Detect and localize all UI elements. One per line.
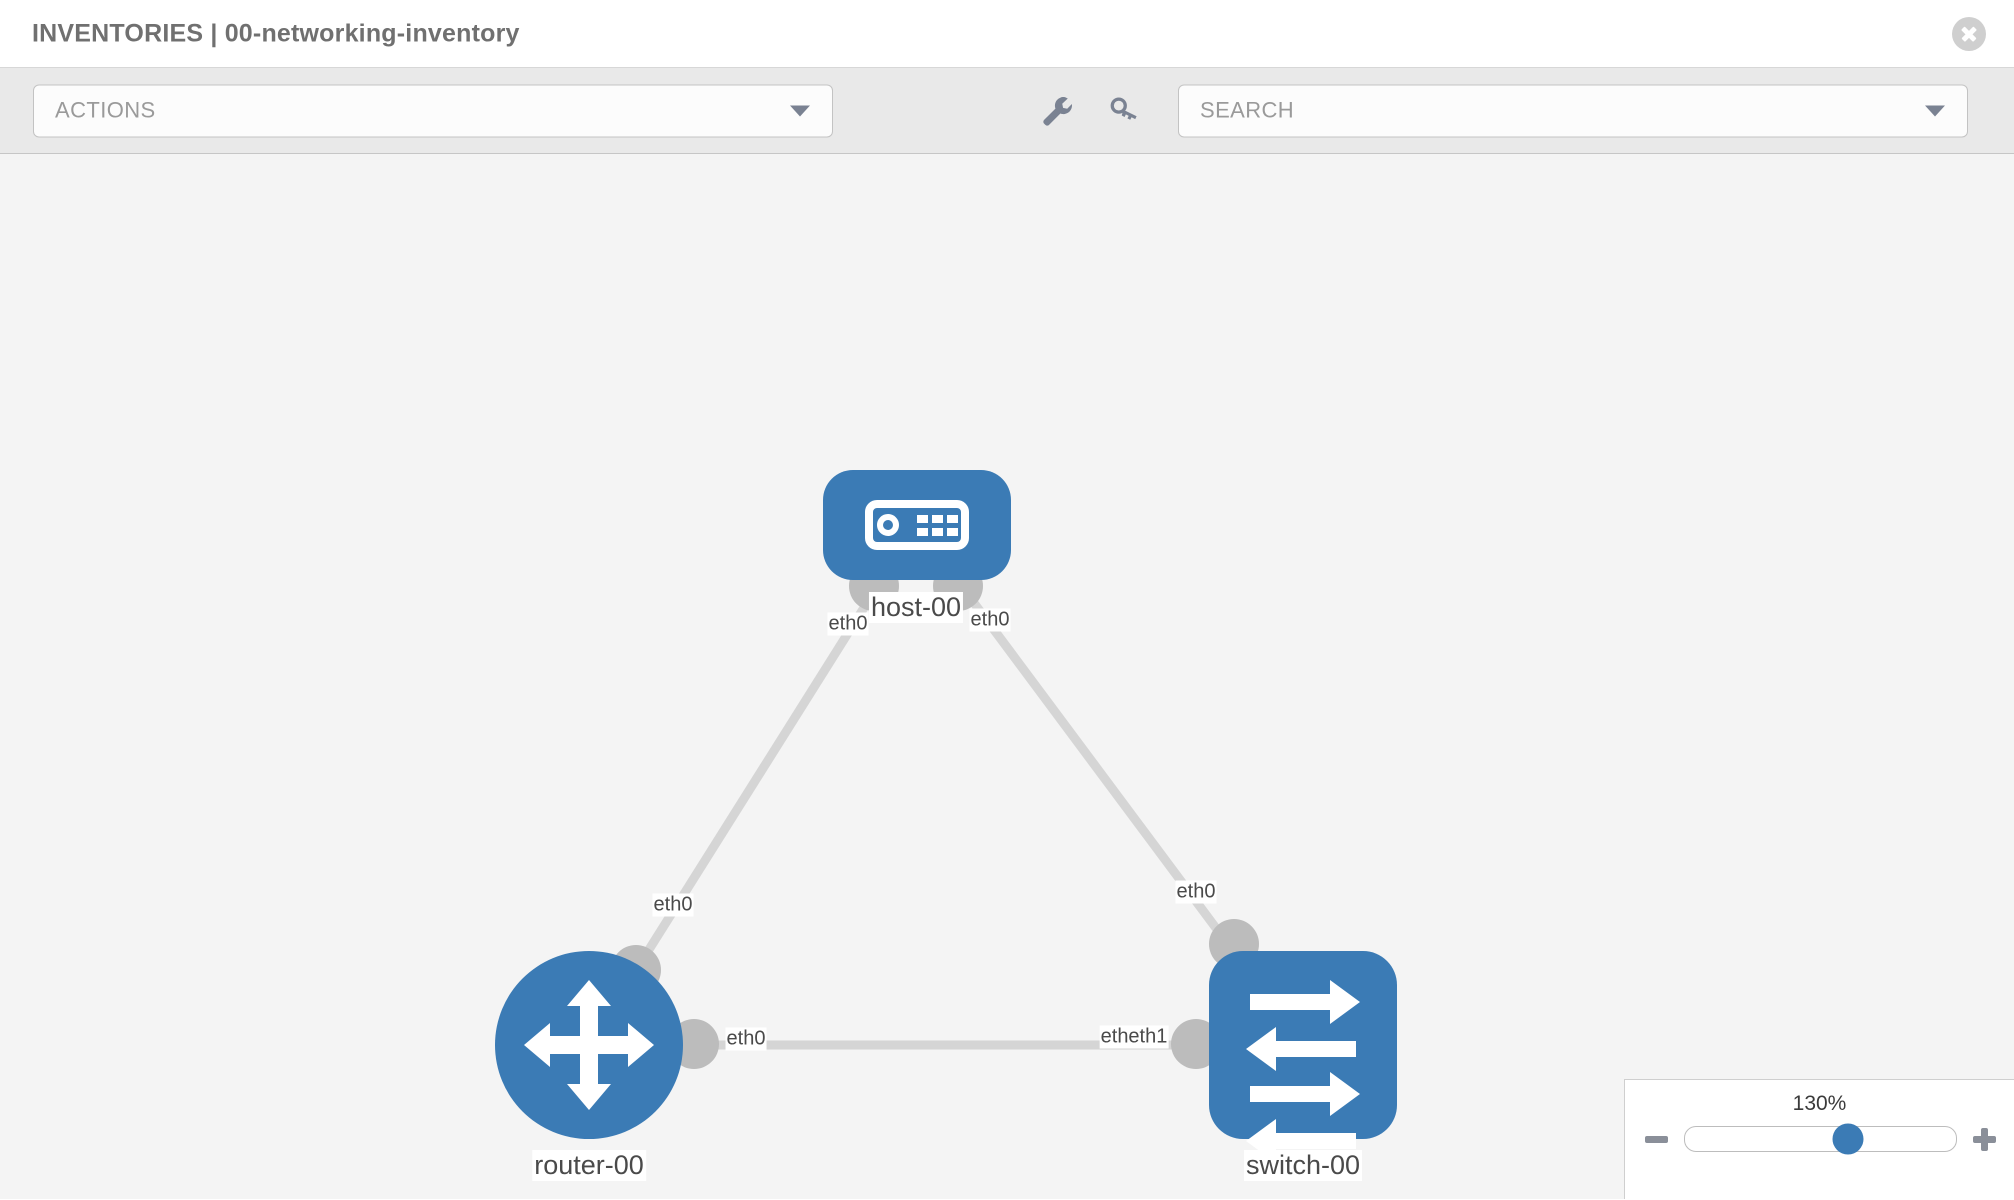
node-label-switch-00: switch-00 xyxy=(1243,1150,1363,1181)
node-router-00[interactable] xyxy=(495,951,683,1139)
topology-canvas[interactable]: eth0 eth0 eth0 eth0 eth0 etheth1 host-00… xyxy=(0,154,2014,1199)
toolbar: ACTIONS SEARCH xyxy=(0,68,2014,154)
zoom-level-value: 130% xyxy=(1792,1092,1847,1115)
edge-label-host-eth0-left: eth0 xyxy=(827,612,869,636)
zoom-in-button[interactable] xyxy=(1973,1127,1996,1151)
toolbar-icons xyxy=(1040,94,1142,128)
wrench-icon[interactable] xyxy=(1040,94,1074,128)
search-input[interactable]: SEARCH xyxy=(1178,84,1968,137)
router-icon xyxy=(524,980,654,1110)
zoom-out-button[interactable] xyxy=(1645,1135,1668,1143)
node-label-router-00: router-00 xyxy=(532,1150,646,1181)
zoom-slider-thumb[interactable] xyxy=(1832,1123,1864,1155)
edge-label-switch-eth0-up: eth0 xyxy=(1175,880,1217,904)
zoom-slider[interactable] xyxy=(1684,1123,1957,1155)
actions-dropdown-label: ACTIONS xyxy=(55,97,156,123)
search-placeholder: SEARCH xyxy=(1200,97,1295,123)
edge-label-router-eth0-up: eth0 xyxy=(652,893,694,917)
node-host-00[interactable] xyxy=(823,470,1011,580)
edge-label-switch-eth1-left: etheth1 xyxy=(1099,1025,1169,1049)
node-switch-00[interactable] xyxy=(1209,951,1397,1163)
port-switch-left xyxy=(1171,1019,1221,1069)
page-header: INVENTORIES | 00-networking-inventory xyxy=(0,0,2014,68)
edge-label-router-eth0-right: eth0 xyxy=(725,1027,767,1051)
page-title: INVENTORIES | 00-networking-inventory xyxy=(32,19,520,47)
edge-label-host-eth0-right: eth0 xyxy=(969,608,1011,632)
zoom-control: 130% xyxy=(1624,1079,2014,1199)
chevron-down-icon xyxy=(1925,105,1945,116)
node-label-host-00: host-00 xyxy=(868,592,964,623)
key-icon[interactable] xyxy=(1108,94,1142,128)
chevron-down-icon xyxy=(790,105,810,116)
close-icon[interactable] xyxy=(1952,16,1986,51)
host-icon xyxy=(865,500,969,550)
actions-dropdown[interactable]: ACTIONS xyxy=(33,84,833,137)
topology-ports xyxy=(611,561,1259,1069)
topology-graph[interactable] xyxy=(0,154,2014,1199)
